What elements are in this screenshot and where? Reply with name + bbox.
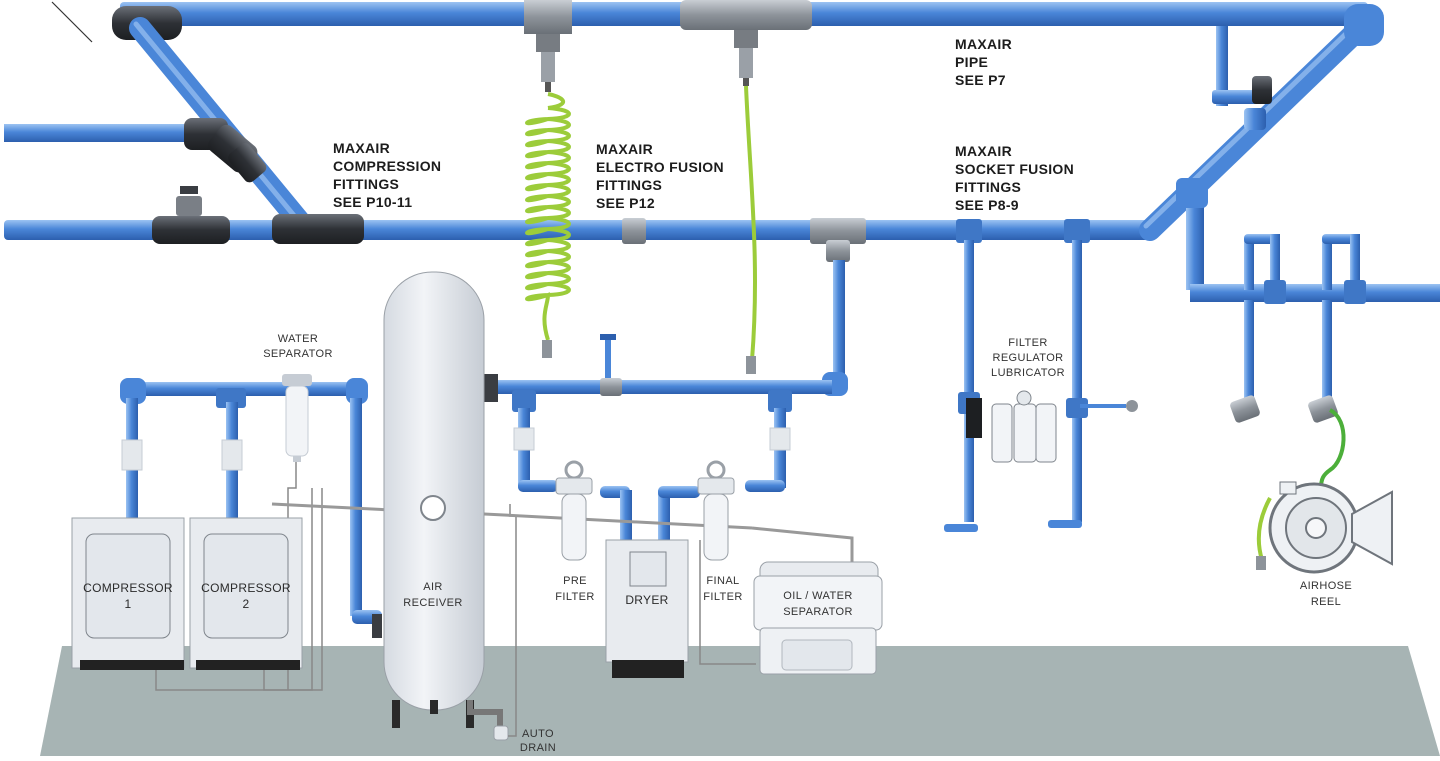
corner-line bbox=[51, 1, 93, 43]
pre-filter-line-2: FILTER bbox=[555, 591, 594, 603]
compressor-1-label: COMPRESSOR bbox=[83, 581, 173, 595]
auto-drain-line-2: DRAIN bbox=[520, 742, 556, 754]
main-pipe-network bbox=[4, 2, 1440, 423]
callout-compression-line-3: FITTINGS bbox=[333, 176, 399, 192]
ows-line-1: OIL / WATER bbox=[783, 590, 852, 602]
callout-compression-line-4: SEE P10-11 bbox=[333, 194, 412, 210]
callout-electro-line-4: SEE P12 bbox=[596, 195, 655, 211]
callout-electro-line-1: MAXAIR bbox=[596, 141, 653, 157]
callout-socket-line-3: FITTINGS bbox=[955, 179, 1021, 195]
receiver-outlet-pipework bbox=[484, 260, 848, 540]
callout-electro-line-2: ELECTRO FUSION bbox=[596, 159, 724, 175]
auto-drain: AUTO DRAIN bbox=[467, 504, 556, 754]
air-hose-reel-line-2: REEL bbox=[1311, 596, 1341, 608]
callout-compression: MAXAIR COMPRESSION FITTINGS SEE P10-11 bbox=[333, 140, 441, 210]
callout-compression-line-1: MAXAIR bbox=[333, 140, 390, 156]
callout-pipe-line-2: PIPE bbox=[955, 54, 988, 70]
callout-pipe: MAXAIR PIPE SEE P7 bbox=[955, 36, 1012, 88]
air-receiver: AIR RECEIVER bbox=[383, 271, 485, 728]
frl-line-2: REGULATOR bbox=[992, 352, 1063, 364]
callout-socket-line-1: MAXAIR bbox=[955, 143, 1012, 159]
final-filter: FINAL FILTER bbox=[697, 460, 756, 665]
compressor-1: COMPRESSOR 1 bbox=[71, 517, 185, 670]
compressor-2-number: 2 bbox=[243, 597, 250, 611]
header-drops bbox=[524, 0, 812, 92]
dryer: DRYER bbox=[605, 539, 689, 678]
auto-drain-line-1: AUTO bbox=[522, 728, 554, 740]
callout-socket-line-2: SOCKET FUSION bbox=[955, 161, 1074, 177]
frl-drops: FILTER REGULATOR LUBRICATOR bbox=[944, 240, 1138, 532]
callout-compression-line-2: COMPRESSION bbox=[333, 158, 441, 174]
callout-pipe-line-3: SEE P7 bbox=[955, 72, 1006, 88]
callout-electro-line-3: FITTINGS bbox=[596, 177, 662, 193]
air-receiver-line-1: AIR bbox=[423, 581, 443, 593]
coiled-hose bbox=[525, 92, 571, 341]
pre-filter: PRE FILTER bbox=[555, 460, 594, 603]
frl-line-3: LUBRICATOR bbox=[991, 367, 1065, 379]
air-hose-reel: AIRHOSE REEL bbox=[1256, 408, 1393, 608]
compressor-2-label: COMPRESSOR bbox=[201, 581, 291, 595]
water-separator-label: WATER SEPARATOR bbox=[263, 333, 333, 360]
final-filter-line-2: FILTER bbox=[703, 591, 742, 603]
water-separator-line-1: WATER bbox=[278, 333, 319, 345]
final-filter-line-1: FINAL bbox=[706, 575, 739, 587]
straight-hose bbox=[744, 85, 757, 361]
dryer-label: DRYER bbox=[625, 593, 668, 607]
ows-line-2: SEPARATOR bbox=[783, 606, 853, 618]
pre-filter-line-1: PRE bbox=[563, 575, 587, 587]
frl-line-1: FILTER bbox=[1008, 337, 1047, 349]
callout-socket-fusion: MAXAIR SOCKET FUSION FITTINGS SEE P8-9 bbox=[955, 143, 1074, 213]
callout-socket-line-4: SEE P8-9 bbox=[955, 197, 1019, 213]
callout-electro-fusion: MAXAIR ELECTRO FUSION FITTINGS SEE P12 bbox=[596, 141, 724, 211]
air-receiver-line-2: RECEIVER bbox=[403, 597, 462, 609]
compressor-1-number: 1 bbox=[125, 597, 132, 611]
compressor-2: COMPRESSOR 2 bbox=[189, 517, 303, 670]
water-separator-line-2: SEPARATOR bbox=[263, 348, 333, 360]
air-hose-reel-line-1: AIRHOSE bbox=[1300, 580, 1352, 592]
callout-pipe-line-1: MAXAIR bbox=[955, 36, 1012, 52]
oil-water-separator: OIL / WATER SEPARATOR bbox=[753, 561, 883, 675]
